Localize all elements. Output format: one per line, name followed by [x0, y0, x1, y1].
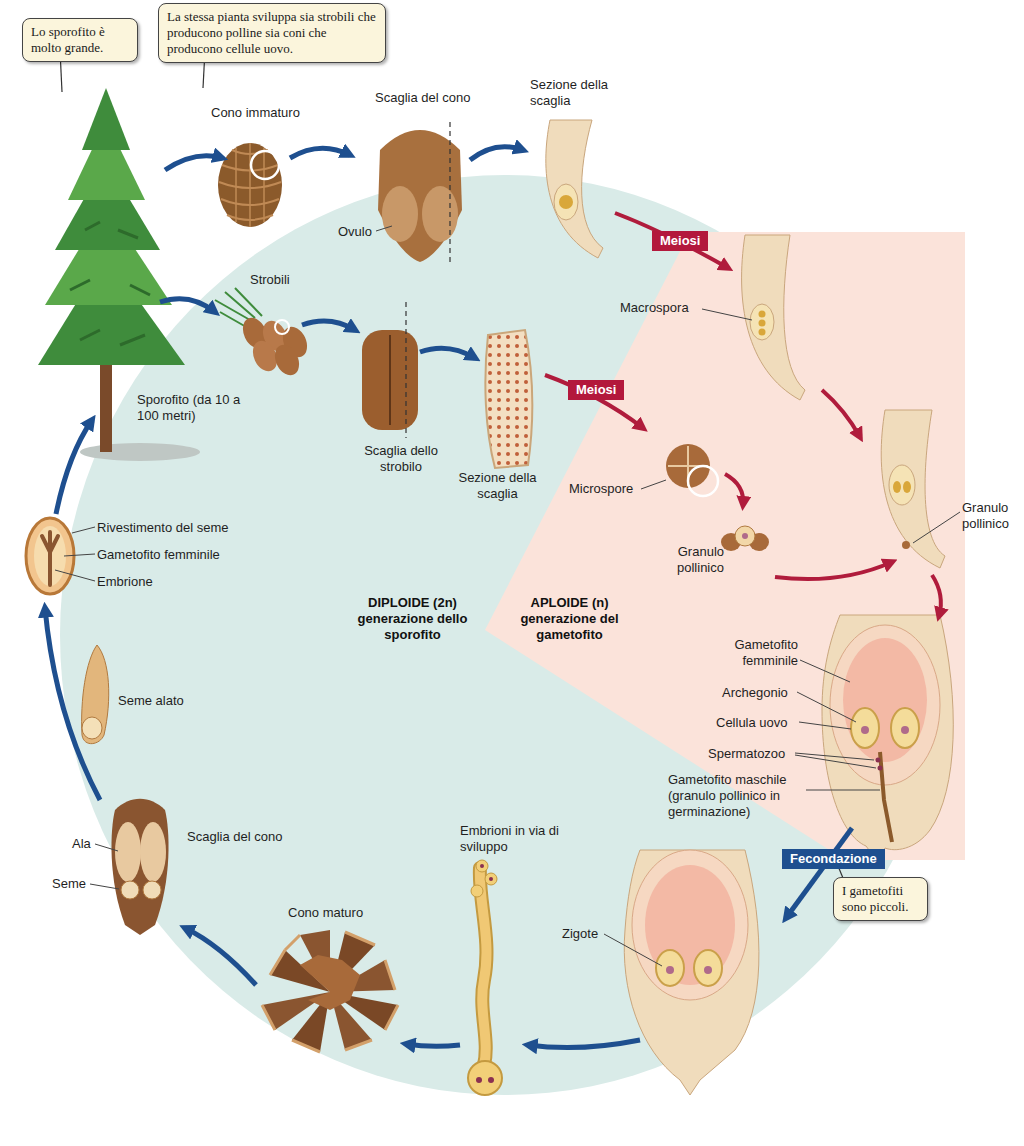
ovule-gametophytes	[795, 615, 953, 862]
part-label: Cellula uovo	[716, 715, 788, 731]
part-label: Ovulo	[338, 224, 372, 240]
part-label: Ala	[72, 836, 91, 852]
part-label: Seme	[52, 876, 86, 892]
developing-embryos	[468, 860, 502, 1095]
note-callout: Lo sporofito è molto grande.	[22, 18, 138, 62]
meiosis-arrows	[545, 213, 941, 616]
scale-section	[546, 120, 603, 258]
part-label: Gametofito femminile	[97, 547, 220, 563]
part-label: Strobili	[250, 272, 290, 288]
part-label: Embrione	[97, 574, 153, 590]
seed-scale	[90, 799, 169, 935]
process-tag: Fecondazione	[782, 849, 885, 869]
pollen-strobili	[215, 288, 312, 379]
note-callout: La stessa pianta sviluppa sia strobili c…	[158, 3, 386, 63]
part-label: Gametofito femminile	[722, 637, 798, 669]
part-label: Spermatozoo	[708, 746, 785, 762]
node-text: Meiosi	[576, 382, 616, 398]
part-label: Scaglia dello strobilo	[355, 443, 447, 475]
part-label: Seme alato	[118, 693, 184, 709]
part-label: Cono immaturo	[211, 105, 300, 121]
part-label: Sezione della scaglia	[530, 77, 625, 109]
part-label: Scaglia del cono	[187, 829, 282, 845]
part-label: Archegonio	[722, 685, 788, 701]
part-label: Zigote	[562, 926, 598, 942]
pollinated-scale-section	[881, 410, 960, 568]
part-label: Rivestimento del seme	[97, 520, 229, 536]
cone-scale	[376, 122, 462, 266]
part-label: Embrioni in via di sviluppo	[460, 823, 575, 855]
node-text: I gametofiti sono piccoli.	[842, 883, 919, 915]
part-label: DIPLOIDE (2n) generazione dello sporofit…	[350, 595, 475, 643]
part-label: Macrospora	[620, 300, 689, 316]
cycle-arrows	[45, 147, 852, 1048]
pollen-grain	[721, 526, 769, 551]
immature-cone	[218, 143, 282, 227]
seed-section	[26, 518, 95, 594]
part-label: APLOIDE (n) generazione del gametofito	[512, 595, 627, 643]
mature-cone	[262, 930, 398, 1052]
process-tag: Meiosi	[652, 231, 708, 251]
node-text: Lo sporofito è molto grande.	[31, 24, 129, 56]
part-label: Cono maturo	[288, 905, 363, 921]
microspores	[641, 444, 718, 496]
part-label: Sporofito (da 10 a 100 metri)	[137, 392, 262, 424]
part-label: Sezione della scaglia	[450, 470, 545, 502]
strobilus-section	[485, 330, 532, 468]
haploid-region	[485, 232, 965, 860]
node-text: La stessa pianta sviluppa sia strobili c…	[167, 9, 377, 57]
zygote-ovule	[604, 850, 759, 1095]
callout-tails	[60, 50, 850, 895]
part-label: Granulo pollinico	[962, 500, 1020, 532]
part-label: Gametofito maschile (granulo pollinico i…	[668, 772, 804, 820]
winged-seed	[82, 645, 109, 744]
node-text: Fecondazione	[790, 851, 877, 867]
note-callout: I gametofiti sono piccoli.	[833, 877, 928, 921]
node-text: Meiosi	[660, 233, 700, 249]
part-label: Granulo pollinico	[662, 544, 724, 576]
strobilus-scale	[362, 302, 418, 438]
process-tag: Meiosi	[568, 380, 624, 400]
part-label: Microspore	[569, 481, 633, 497]
part-label: Scaglia del cono	[375, 90, 470, 106]
